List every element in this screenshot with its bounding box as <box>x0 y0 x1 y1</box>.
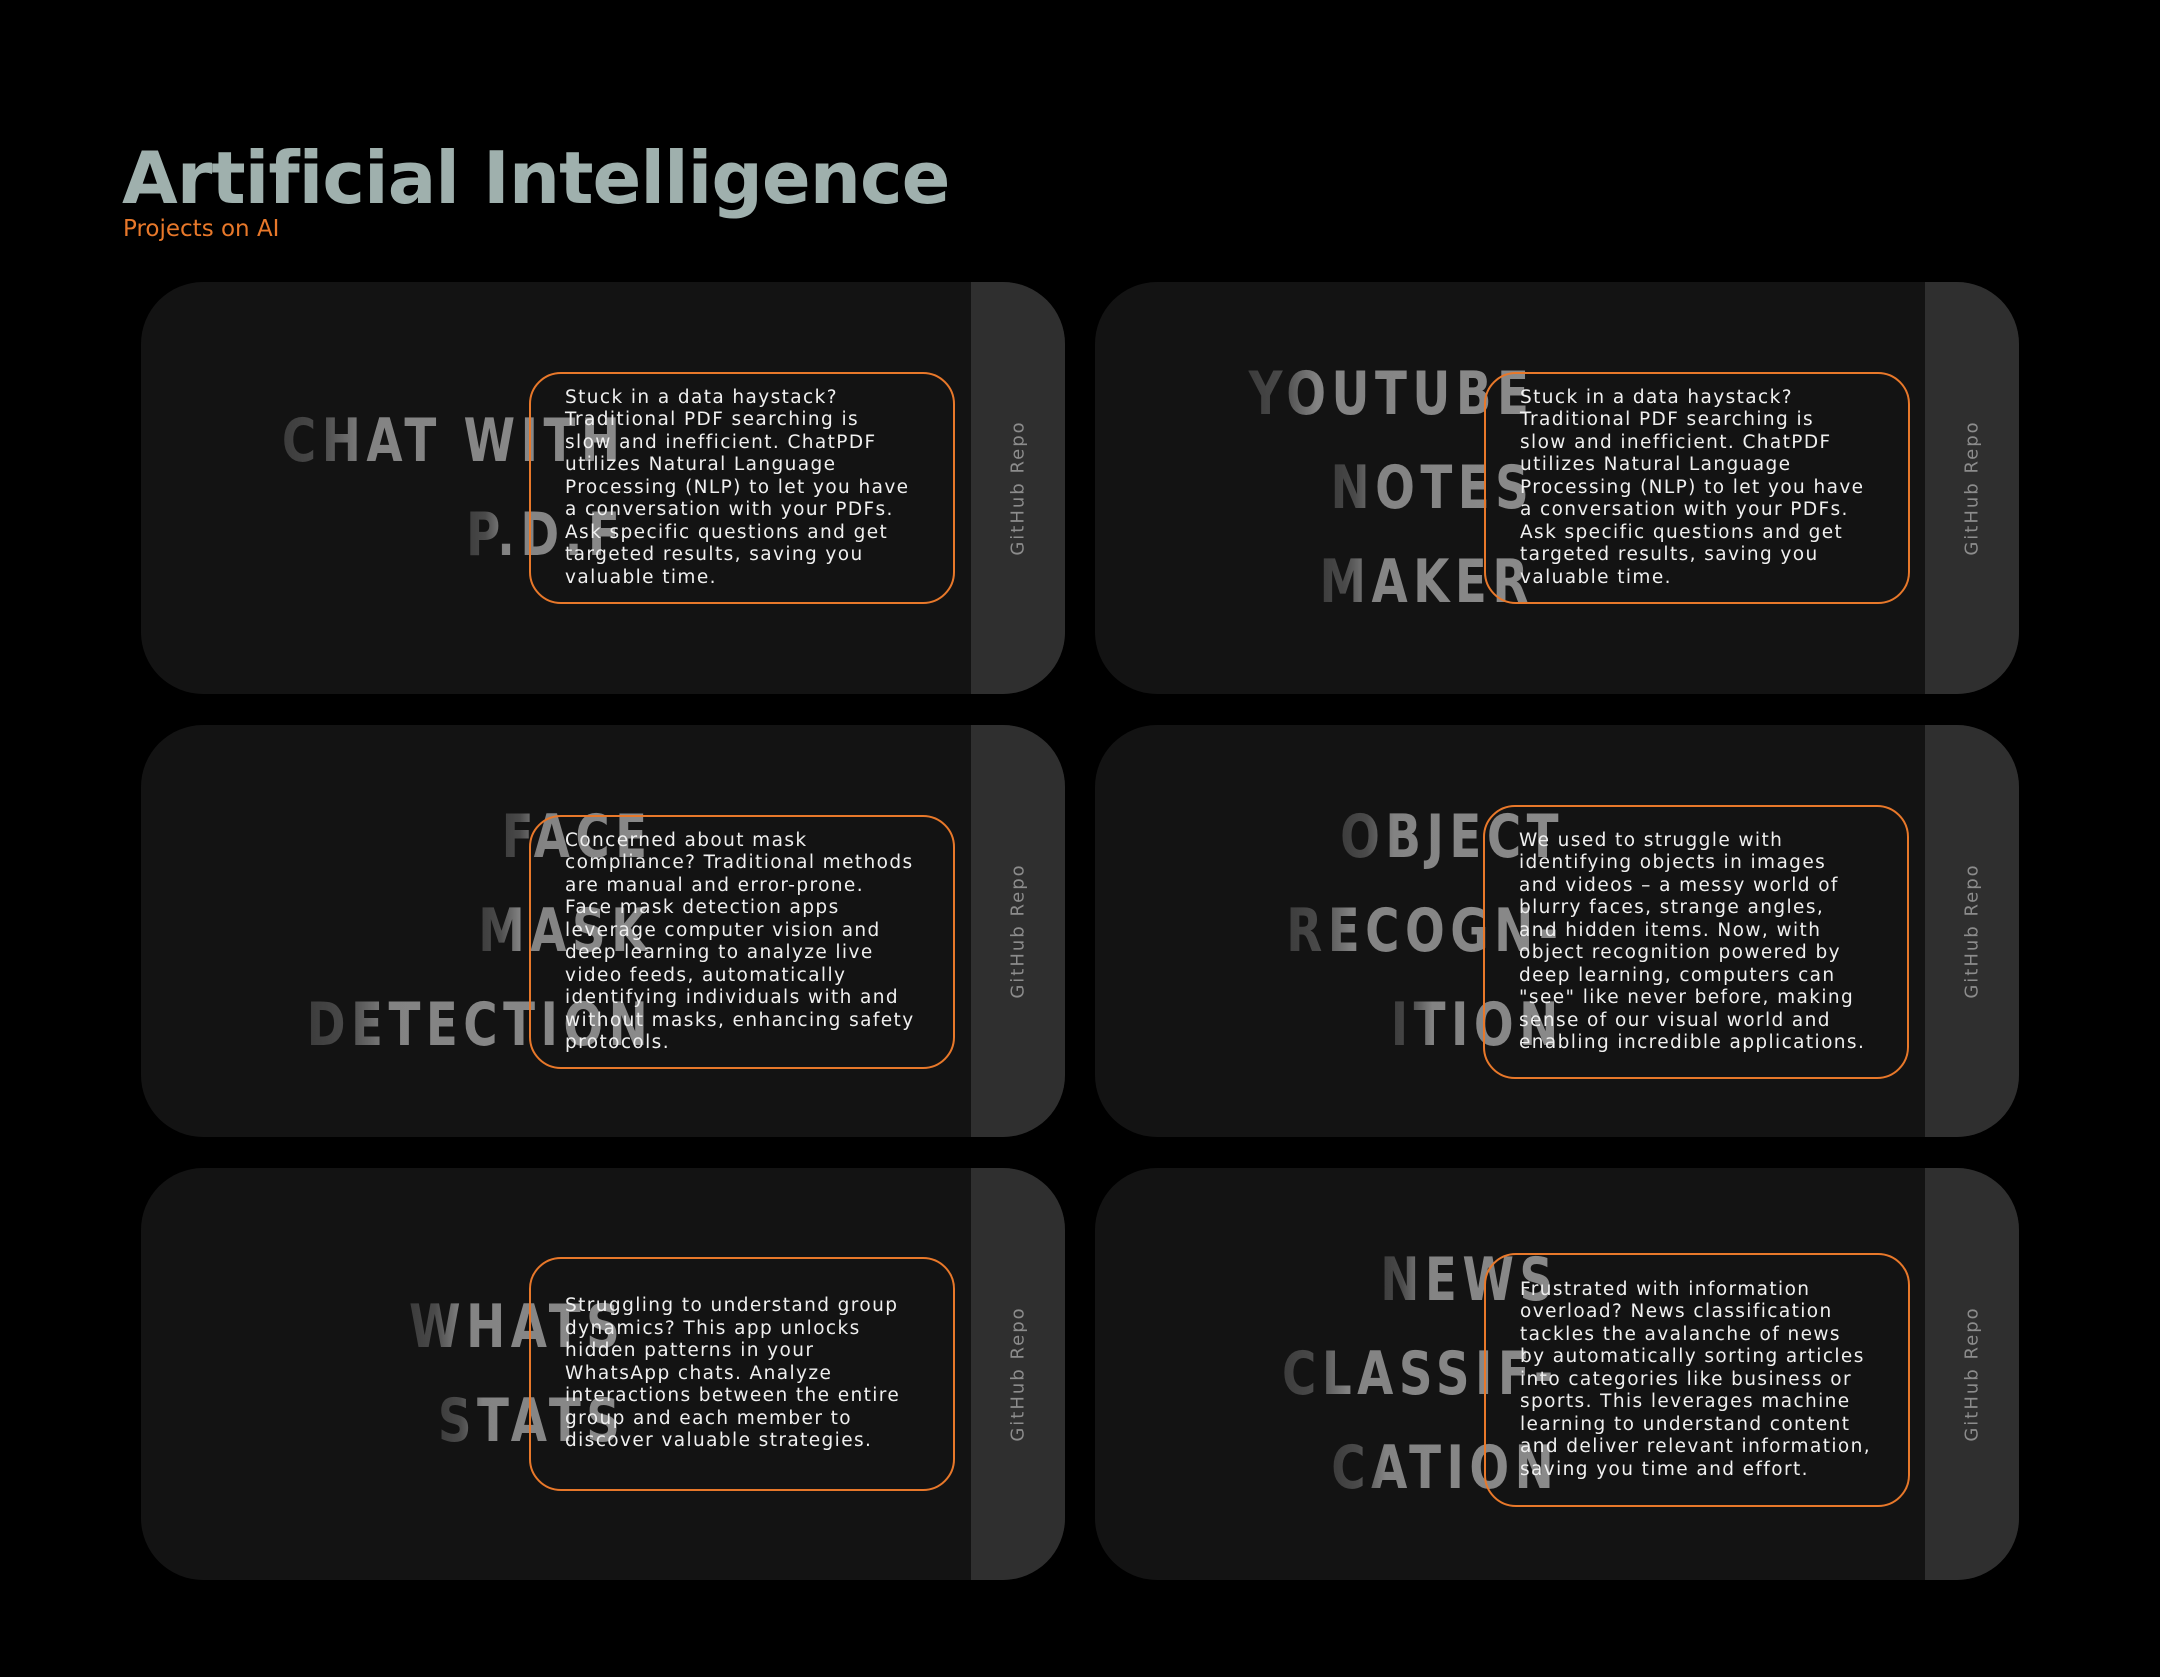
project-title-line: NEWS <box>1381 1233 1559 1327</box>
project-card-whats-stats: WHATS STATS Struggling to understand gro… <box>141 1168 1065 1580</box>
github-repo-button[interactable]: GitHub Repo <box>1925 725 2019 1137</box>
project-title: YOUTUBE NOTES MAKER <box>1168 282 1534 694</box>
project-description: We used to struggle with identifying obj… <box>1483 805 1909 1079</box>
github-repo-button[interactable]: GitHub Repo <box>1925 282 2019 694</box>
github-repo-button[interactable]: GitHub Repo <box>971 282 1065 694</box>
github-repo-button[interactable]: GitHub Repo <box>971 725 1065 1137</box>
project-description: Stuck in a data haystack? Traditional PD… <box>529 372 955 604</box>
project-title-line: NOTES <box>1330 441 1534 535</box>
project-description: Struggling to understand group dynamics?… <box>529 1257 955 1491</box>
project-description-text: Struggling to understand group dynamics?… <box>565 1295 901 1452</box>
github-repo-label: GitHub Repo <box>1007 420 1029 556</box>
project-description-text: Stuck in a data haystack? Traditional PD… <box>565 386 910 588</box>
project-description-text: Frustrated with information overload? Ne… <box>1520 1278 1872 1480</box>
github-repo-label: GitHub Repo <box>1961 863 1983 999</box>
project-description-text: Concerned about mask compliance? Traditi… <box>565 829 915 1054</box>
github-repo-button[interactable]: GitHub Repo <box>1925 1168 2019 1580</box>
project-title: WHATS STATS <box>348 1168 625 1580</box>
project-title-line: RECOGN- <box>1287 884 1564 978</box>
project-description: Stuck in a data haystack? Traditional PD… <box>1484 372 1910 604</box>
project-card-chat-with-pdf: CHAT WITH P.D.F Stuck in a data haystack… <box>141 282 1065 694</box>
project-title: OBJECT RECOGN- ITION <box>1208 725 1564 1137</box>
page-title: Artificial Intelligence <box>122 136 950 220</box>
page-subtitle: Projects on AI <box>123 216 280 242</box>
project-title-line: STATS <box>437 1374 625 1468</box>
project-title-line: OBJECT <box>1340 790 1564 884</box>
project-title-line: WHATS <box>409 1280 625 1374</box>
project-title-line: ITION <box>1391 978 1564 1072</box>
github-repo-label: GitHub Repo <box>1961 1306 1983 1442</box>
project-title: FACE MASK DETECTION <box>209 725 653 1137</box>
project-title-line: MASK <box>478 884 653 978</box>
project-title-line: DETECTION <box>307 978 653 1072</box>
project-card-news-classification: NEWS CLASSIF- CATION Frustrated with inf… <box>1095 1168 2019 1580</box>
project-title-line: P.D.F <box>466 488 625 582</box>
project-title-line: CATION <box>1331 1421 1559 1515</box>
project-description-text: We used to struggle with identifying obj… <box>1519 829 1866 1054</box>
github-repo-label: GitHub Repo <box>1007 863 1029 999</box>
project-description: Concerned about mask compliance? Traditi… <box>529 815 955 1069</box>
project-title-line: CHAT WITH <box>281 394 625 488</box>
project-title-line: YOUTUBE <box>1248 347 1534 441</box>
github-repo-button[interactable]: GitHub Repo <box>971 1168 1065 1580</box>
project-card-face-mask-detection: FACE MASK DETECTION Concerned about mask… <box>141 725 1065 1137</box>
github-repo-label: GitHub Repo <box>1961 420 1983 556</box>
project-title: CHAT WITH P.D.F <box>185 282 626 694</box>
project-title-line: FACE <box>502 790 653 884</box>
project-description: Frustrated with information overload? Ne… <box>1484 1253 1910 1507</box>
project-title: NEWS CLASSIF- CATION <box>1204 1168 1559 1580</box>
project-card-youtube-notes-maker: YOUTUBE NOTES MAKER Stuck in a data hays… <box>1095 282 2019 694</box>
project-card-object-recognition: OBJECT RECOGN- ITION We used to struggle… <box>1095 725 2019 1137</box>
project-title-line: CLASSIF- <box>1282 1327 1559 1421</box>
github-repo-label: GitHub Repo <box>1007 1306 1029 1442</box>
project-description-text: Stuck in a data haystack? Traditional PD… <box>1520 386 1865 588</box>
